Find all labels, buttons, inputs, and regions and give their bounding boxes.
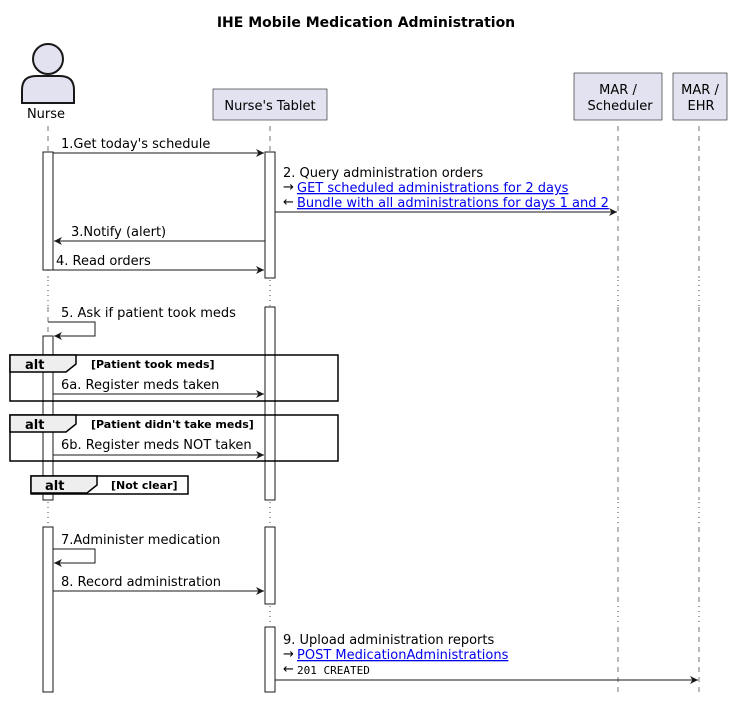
- alt-guard: [Patient took meds]: [91, 358, 215, 371]
- participant-tablet: Nurse's Tablet: [212, 88, 328, 121]
- message-label: 3.Notify (alert): [71, 225, 166, 240]
- participant-ehr: MAR / EHR: [672, 72, 728, 121]
- message-8: 8. Record administration: [53, 575, 264, 595]
- link-get-scheduled-administrations[interactable]: GET scheduled administrations for 2 days: [297, 181, 569, 196]
- message-label: 2. Query administration orders: [283, 166, 483, 181]
- response-arrow-icon: ←: [283, 662, 294, 677]
- alt-guard: [Patient didn't take meds]: [91, 418, 254, 431]
- message-5-self: 5. Ask if patient took meds: [48, 306, 236, 340]
- message-4: 4. Read orders: [53, 254, 264, 274]
- alt-keyword: alt: [25, 358, 44, 373]
- alt-guard: [Not clear]: [111, 479, 178, 492]
- participant-scheduler-label-2: Scheduler: [587, 99, 653, 114]
- response-arrow-icon: ←: [283, 195, 294, 210]
- message-label: 8. Record administration: [61, 575, 221, 590]
- participant-ehr-label-2: EHR: [687, 99, 714, 114]
- message-label: 4. Read orders: [56, 254, 151, 269]
- link-bundle-administrations[interactable]: Bundle with all administrations for days…: [297, 196, 609, 211]
- alt-keyword: alt: [45, 479, 64, 494]
- message-6b: 6b. Register meds NOT taken: [53, 438, 264, 459]
- request-arrow-icon: →: [283, 647, 294, 662]
- alt-fragment-patient-took-meds: alt [Patient took meds]: [9, 354, 339, 402]
- message-2: 2. Query administration orders → GET sch…: [275, 166, 617, 216]
- participant-tablet-label: Nurse's Tablet: [224, 99, 315, 114]
- diagram-title: IHE Mobile Medication Administration: [217, 15, 515, 31]
- participant-nurse-label: Nurse: [27, 107, 65, 122]
- participant-scheduler: MAR / Scheduler: [573, 72, 663, 121]
- message-label: 1.Get today's schedule: [61, 137, 210, 152]
- message-9: 9. Upload administration reports → POST …: [275, 633, 698, 684]
- alt-fragment-patient-didnt-take-meds: alt [Patient didn't take meds]: [9, 414, 339, 462]
- alt-keyword: alt: [25, 418, 44, 433]
- message-label: 6a. Register meds taken: [61, 378, 219, 393]
- message-label: 9. Upload administration reports: [283, 633, 494, 648]
- message-6a: 6a. Register meds taken: [53, 378, 264, 398]
- message-1: 1.Get today's schedule: [53, 137, 264, 157]
- response-status-code: 201 CREATED: [297, 664, 370, 677]
- participant-scheduler-label-1: MAR /: [599, 83, 637, 98]
- request-arrow-icon: →: [283, 180, 294, 195]
- alt-fragment-not-clear: alt [Not clear]: [30, 475, 189, 495]
- participant-ehr-label-1: MAR /: [681, 83, 719, 98]
- message-label: 7.Administer medication: [61, 533, 220, 548]
- message-3: 3.Notify (alert): [54, 225, 265, 245]
- link-post-medication-administrations[interactable]: POST MedicationAdministrations: [297, 648, 509, 663]
- message-label: 6b. Register meds NOT taken: [61, 438, 252, 453]
- message-7-self: 7.Administer medication: [53, 533, 220, 567]
- actor-person-icon: [21, 43, 75, 104]
- message-label: 5. Ask if patient took meds: [61, 306, 236, 321]
